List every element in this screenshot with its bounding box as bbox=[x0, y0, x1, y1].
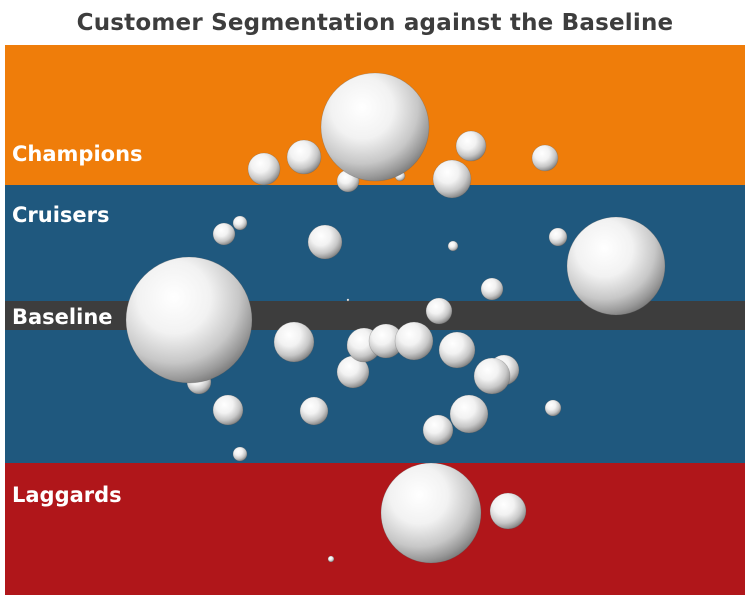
bubble-point bbox=[346, 298, 350, 302]
bubble-point bbox=[212, 222, 236, 246]
bubble-point bbox=[422, 414, 454, 446]
bubble-point bbox=[125, 256, 253, 384]
bubble-point bbox=[212, 394, 244, 426]
bubble-point bbox=[480, 277, 504, 301]
bubble-point bbox=[307, 224, 343, 260]
bubble-point bbox=[232, 446, 248, 462]
bubble-point bbox=[286, 139, 322, 175]
laggards-band-label: Laggards bbox=[12, 483, 122, 507]
bubble-point bbox=[380, 462, 482, 564]
bubble-point bbox=[548, 227, 568, 247]
bubble-point bbox=[449, 394, 489, 434]
bubble-point bbox=[320, 72, 430, 182]
bubble-point bbox=[566, 216, 666, 316]
bubble-point bbox=[247, 152, 281, 186]
bubble-point bbox=[447, 240, 459, 252]
bubble-point bbox=[544, 399, 562, 417]
bubble-point bbox=[394, 321, 434, 361]
cruisers-band-label: Cruisers bbox=[12, 203, 110, 227]
baseline-band-label: Baseline bbox=[12, 305, 113, 329]
bubble-point bbox=[489, 492, 527, 530]
champions-band-label: Champions bbox=[12, 142, 143, 166]
bubble-point bbox=[473, 357, 511, 395]
chart-title: Customer Segmentation against the Baseli… bbox=[76, 10, 674, 36]
bubble-point bbox=[425, 297, 453, 325]
bubble-point bbox=[455, 130, 487, 162]
bubble-point bbox=[273, 321, 315, 363]
bubble-point bbox=[299, 396, 329, 426]
bubble-point bbox=[327, 555, 335, 563]
bubble-point bbox=[531, 144, 559, 172]
bubble-point bbox=[438, 331, 476, 369]
laggards-band bbox=[5, 463, 745, 595]
bubble-point bbox=[232, 215, 248, 231]
bubble-point bbox=[432, 159, 472, 199]
